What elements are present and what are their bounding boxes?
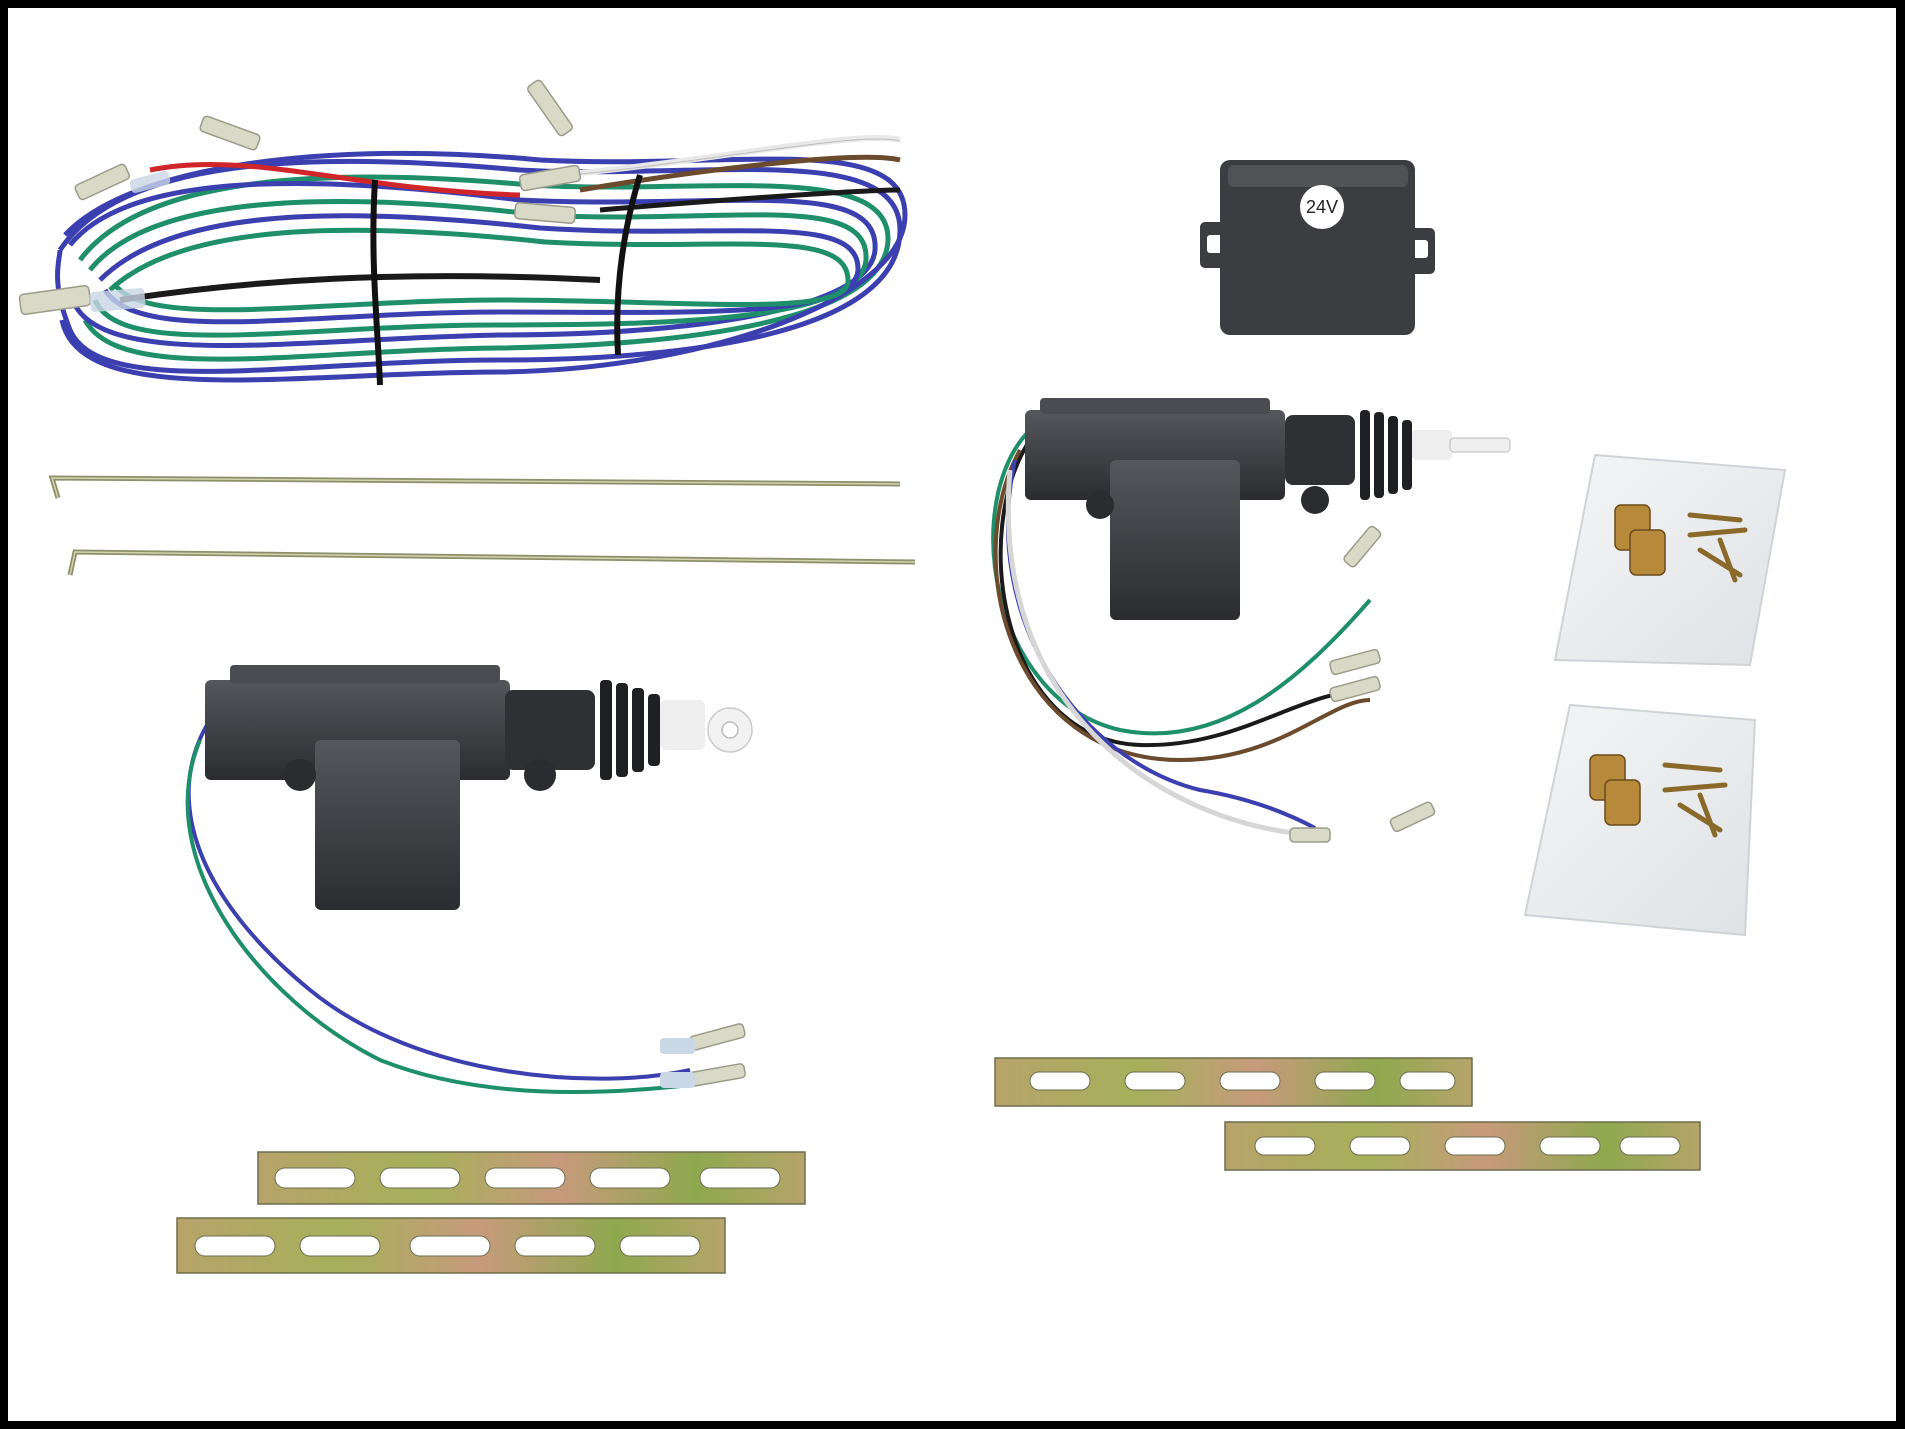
mounting-bracket <box>1224 1121 1701 1171</box>
wiring-harness <box>18 79 908 386</box>
mounting-bracket <box>994 1057 1473 1107</box>
control-module: 24V <box>1200 160 1435 335</box>
mounting-bracket <box>257 1151 806 1205</box>
actuator-5-wire <box>991 398 1511 843</box>
mounting-bracket <box>176 1217 726 1274</box>
hardware-bag <box>1523 703 1757 937</box>
actuator-2-wire <box>185 665 753 1095</box>
actuator-rod <box>48 475 901 499</box>
voltage-badge <box>1300 185 1344 229</box>
actuator-rod <box>67 549 916 576</box>
voltage-label: 24V <box>1306 197 1338 217</box>
hardware-bag <box>1553 453 1787 667</box>
